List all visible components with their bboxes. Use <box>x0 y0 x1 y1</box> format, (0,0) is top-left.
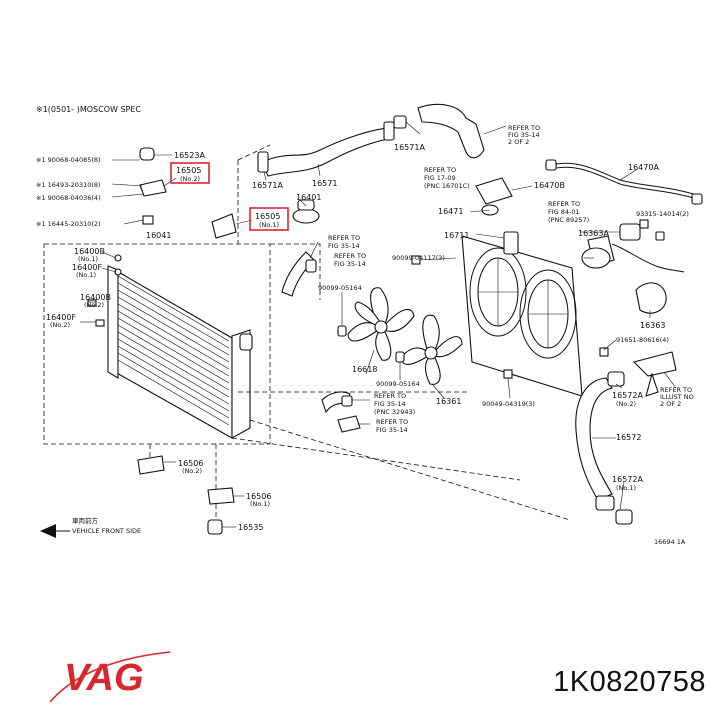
label-16572A-no1-sub: (No.1) <box>616 484 636 492</box>
radiator-core <box>114 269 233 439</box>
vag-logo-text: VAG <box>64 657 144 699</box>
label-90049-04319: 90049-04319(3) <box>482 400 535 408</box>
highlight-box-16505-no2 <box>170 162 210 184</box>
label-refer-35-14-a-1: REFER TO <box>328 234 360 242</box>
label-refer-84-01-1: REFER TO <box>548 200 580 208</box>
label-16571: 16571 <box>312 179 337 188</box>
label-16505-no2: 16505 <box>176 166 201 175</box>
label-refer-35-14-c-2: FIG 35-14 <box>374 400 406 408</box>
shroud-group: REFER TO FIG 35-14 2 OF 2 REFER TO FIG 1… <box>392 124 703 546</box>
label-refer-84-01-3: (PNC 89257) <box>548 216 589 224</box>
vehicle-front-indicator: 車両前方 VEHICLE FRONT SIDE <box>40 516 141 538</box>
label-refer-35-14-c-1: REFER TO <box>374 392 406 400</box>
label-bolt-3: ※1 90068-04036(4) <box>36 194 101 202</box>
label-refer-84-01-2: FIG 84-01 <box>548 208 580 216</box>
label-16400F-no2-sub: (No.2) <box>50 321 70 329</box>
label-16506-no1-sub: (No.1) <box>250 500 270 508</box>
hose-fan-group: 16571A 16571A 16571 16401 REFER TO FIG 3… <box>231 103 571 521</box>
label-16400B-no1: 16400B <box>74 247 105 256</box>
label-refer-top-right-1: REFER TO <box>508 124 540 132</box>
label-90099-05164-b: 90099-05164 <box>376 380 420 388</box>
label-16400F-no1-sub: (No.1) <box>76 271 96 279</box>
label-16572A-no1: 16572A <box>612 475 643 484</box>
vehicle-front-label-jp: 車両前方 <box>72 516 99 525</box>
label-refer-bottom-right-3: 2 OF 2 <box>660 400 681 408</box>
label-16572A-no2-sub: (No.2) <box>616 400 636 408</box>
label-refer-35-14-a-2: FIG 35-14 <box>328 242 360 250</box>
label-refer-35-14-d-1: REFER TO <box>376 418 408 426</box>
label-93315: 93315-14014(2) <box>636 210 689 218</box>
label-refer-17-09-2: FIG 17-09 <box>424 174 456 182</box>
radiator-group: 16523A 16505 (No.2) 16505 (No.1) ※1 9006… <box>36 144 289 535</box>
part-number: 1K0820758 <box>553 666 706 698</box>
vag-logo: VAG <box>49 651 171 703</box>
label-16571A-left: 16571A <box>252 181 283 190</box>
label-refer-17-09-3: (PNC 16701C) <box>424 182 470 190</box>
label-refer-bottom-right-1: REFER TO <box>660 386 692 394</box>
label-16400B-no2: 16400B <box>80 293 111 302</box>
label-refer-35-14-c-3: (PNC 32943) <box>374 408 415 416</box>
label-refer-top-right-2: FIG 35-14 <box>508 131 540 139</box>
vehicle-front-label: VEHICLE FRONT SIDE <box>72 527 141 535</box>
label-16572A-no2: 16572A <box>612 391 643 400</box>
label-16506-no2-sub: (No.2) <box>182 467 202 475</box>
label-16363A: 16363A <box>578 229 609 238</box>
label-bolt-1: ※1 90068-04085(8) <box>36 156 101 164</box>
label-16571A-top: 16571A <box>394 143 425 152</box>
label-16400B-no2-sub: (No.2) <box>84 301 104 309</box>
label-refer-bottom-right-2: ILLUST NO <box>660 393 694 401</box>
label-16400F-no2: 16400F <box>46 313 76 322</box>
label-16618: 16618 <box>352 365 377 374</box>
label-91651: 91651-80616(4) <box>616 336 669 344</box>
label-refer-35-14-b-2: FIG 35-14 <box>334 260 366 268</box>
label-16400F-no1: 16400F <box>72 263 102 272</box>
label-16505-no1-sub: (No.1) <box>259 221 279 229</box>
label-16572: 16572 <box>616 433 641 442</box>
label-16711: 16711 <box>444 231 469 240</box>
label-16506-no1: 16506 <box>246 492 271 501</box>
label-bolt-4: ※1 16445-20310(2) <box>36 220 101 228</box>
label-16470B: 16470B <box>534 181 565 190</box>
label-refer-17-09-1: REFER TO <box>424 166 456 174</box>
label-16523A: 16523A <box>174 151 205 160</box>
fan-16361 <box>401 314 463 385</box>
label-refer-35-14-b-1: REFER TO <box>334 252 366 260</box>
label-16400B-no1-sub: (No.1) <box>78 255 98 263</box>
label-16041: 16041 <box>146 231 171 240</box>
label-16470A: 16470A <box>628 163 659 172</box>
label-bolt-2: ※1 16493-20310(8) <box>36 181 101 189</box>
label-16505-no1: 16505 <box>255 212 280 221</box>
diagram-code: 16694 1A <box>654 538 686 546</box>
label-16361: 16361 <box>436 397 461 406</box>
spec-note: ※1(0501- )MOSCOW SPEC <box>36 105 141 114</box>
label-90099-04117: 90099-04117(3) <box>392 254 445 262</box>
radiator-cap-icon <box>139 147 155 161</box>
label-16401: 16401 <box>296 193 321 202</box>
label-16535: 16535 <box>238 523 263 532</box>
label-refer-35-14-d-2: FIG 35-14 <box>376 426 408 434</box>
label-90099-05164: 90099-05164 <box>318 284 362 292</box>
highlight-box-16505-no1 <box>249 207 289 231</box>
label-refer-top-right-3: 2 OF 2 <box>508 138 529 146</box>
label-16363: 16363 <box>640 321 665 330</box>
label-16506-no2: 16506 <box>178 459 203 468</box>
label-16505-no2-sub: (No.2) <box>180 175 200 183</box>
fan-16618 <box>347 287 415 361</box>
label-16471: 16471 <box>438 207 463 216</box>
